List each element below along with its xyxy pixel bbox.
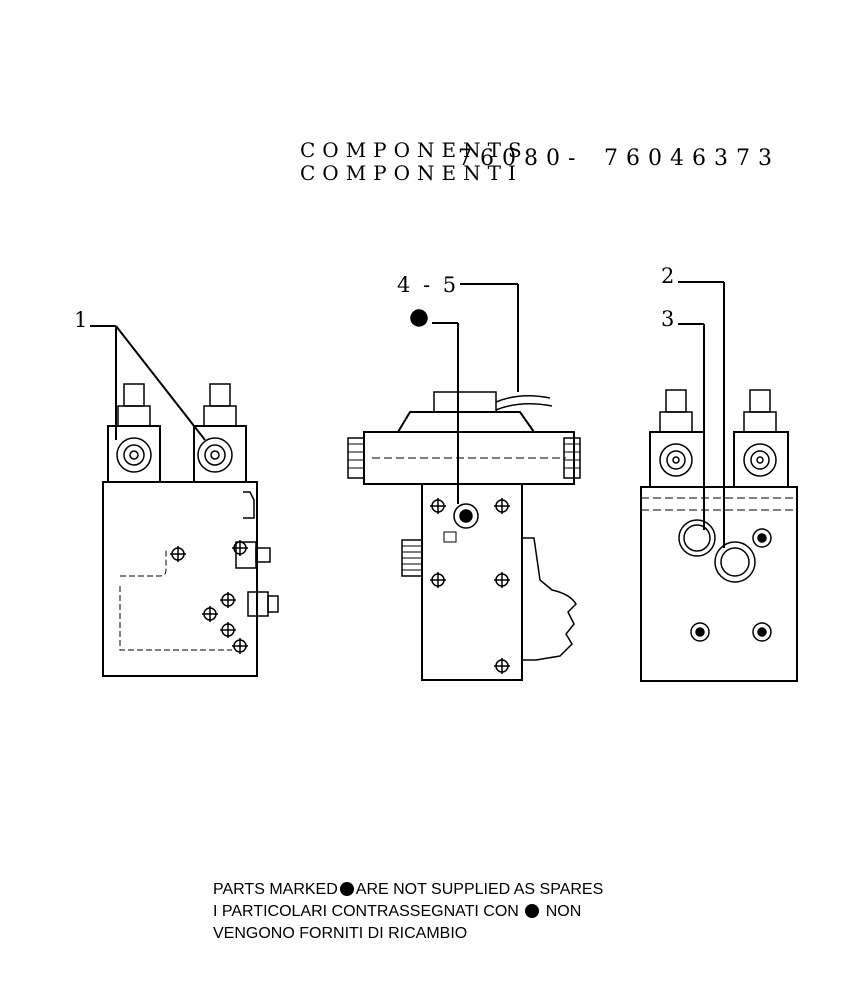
header-code-start: 76080- (458, 146, 584, 171)
center-view (347, 283, 581, 681)
right-view (640, 281, 798, 682)
callout-2: 2 (661, 264, 675, 288)
center-connector (433, 391, 497, 413)
left-coil-inner-2 (204, 444, 226, 466)
right-port-2 (714, 541, 756, 583)
footer-en-part-a: PARTS MARKED (213, 881, 338, 898)
center-side-plug (522, 537, 577, 661)
left-solenoid-cap-2 (209, 383, 231, 407)
right-solenoid-coil-2 (733, 431, 789, 488)
callout-4-5: 4 - 5 (397, 273, 460, 297)
left-port-holes (170, 540, 248, 654)
footer-it-part-a: I PARTICOLARI CONTRASSEGNATI CON (213, 903, 519, 920)
left-view (90, 325, 279, 677)
footer-it-part-b: NON (545, 903, 582, 920)
left-valve-block (102, 481, 258, 677)
left-solenoid-stem-2 (203, 405, 237, 427)
left-coil-ring-1 (116, 437, 152, 473)
marker-dot-icon (525, 904, 540, 918)
header-components-it: COMPONENTI (300, 161, 523, 185)
center-mounting-holes (430, 498, 510, 674)
callout-3: 3 (661, 307, 675, 331)
right-port-3 (678, 519, 716, 557)
right-solenoid-coil-1 (649, 431, 705, 488)
marker-dot-icon (339, 882, 354, 896)
leader-1-to-coil-2 (115, 325, 206, 441)
center-main-port (453, 503, 479, 529)
footer-en-part-b: ARE NOT SUPPLIED AS SPARES (355, 881, 604, 898)
center-solenoid-end-left (347, 437, 365, 479)
right-valve-block (640, 486, 798, 682)
footer-note-it-line2: VENGONO FORNITI DI RICAMBIO (213, 925, 468, 942)
header-components-en: COMPONENTS (300, 138, 529, 162)
footer-note-it-line1: I PARTICOLARI CONTRASSEGNATI CON NON (213, 904, 581, 920)
left-solenoid-cap-1 (123, 383, 145, 407)
center-cable (495, 395, 551, 403)
callout-1: 1 (74, 308, 88, 332)
left-solenoid-stem-1 (117, 405, 151, 427)
left-coil-ring-2 (197, 437, 233, 473)
header-code-end: 76046373 (604, 146, 780, 171)
footer-note-en: PARTS MARKED ARE NOT SUPPLIED AS SPARES (213, 882, 603, 898)
left-coil-inner-1 (123, 444, 145, 466)
not-supplied-marker-dot (410, 309, 428, 327)
